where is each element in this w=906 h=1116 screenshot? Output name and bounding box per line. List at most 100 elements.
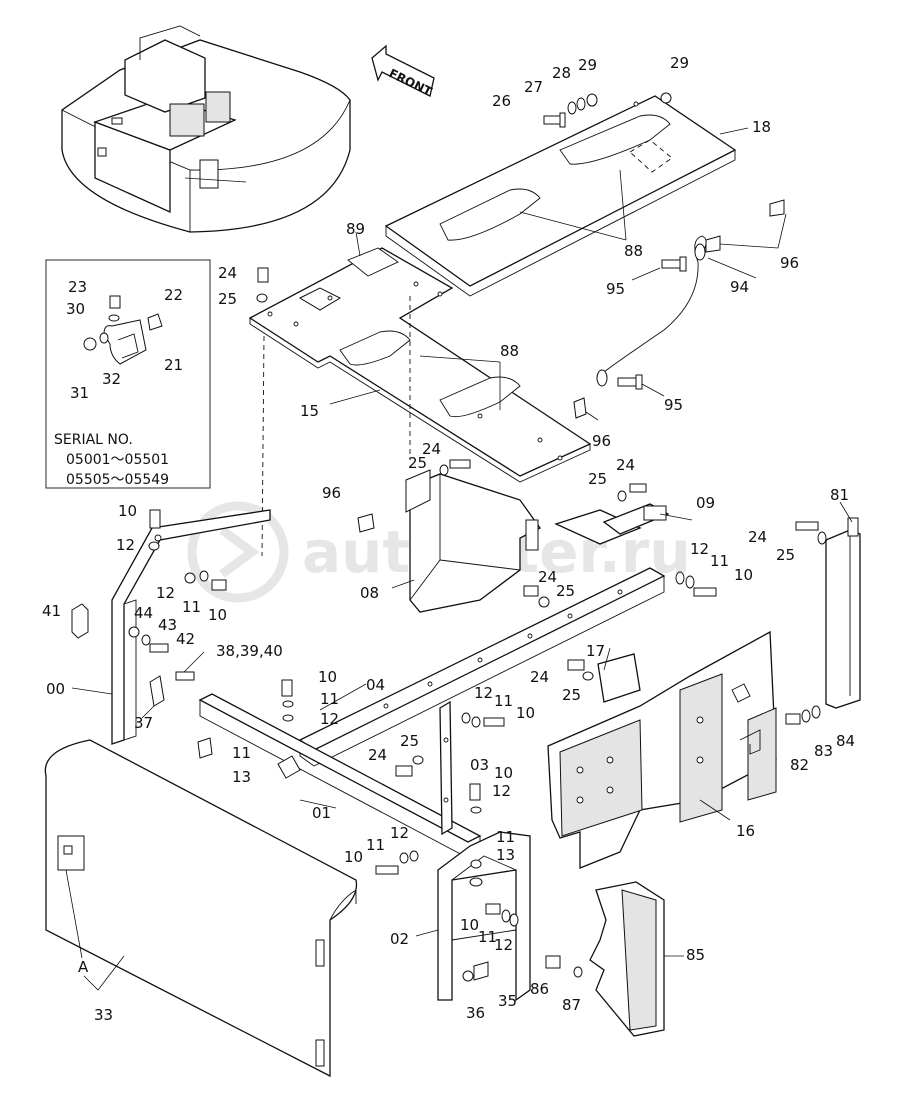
callout-13: 13 xyxy=(496,846,515,864)
callout-A: A xyxy=(78,958,89,976)
callout-35: 35 xyxy=(498,992,517,1010)
callout-16: 16 xyxy=(736,822,755,840)
callout-03: 03 xyxy=(470,756,489,774)
callout-85: 85 xyxy=(686,946,705,964)
bracket-02 xyxy=(437,831,531,1002)
callout-01: 01 xyxy=(312,804,331,822)
callout-38-39-40: 38,39,40 xyxy=(216,642,283,660)
callout-83: 83 xyxy=(814,742,833,760)
callout-12: 12 xyxy=(492,782,511,800)
callout-94: 94 xyxy=(730,278,749,296)
callout-12: 12 xyxy=(156,584,175,602)
callout-17: 17 xyxy=(586,642,605,660)
callout-11: 11 xyxy=(320,690,339,708)
callout-82: 82 xyxy=(790,756,809,774)
callout-10: 10 xyxy=(118,502,137,520)
serial-range-1: 05001～05501 xyxy=(66,452,169,468)
clip-37 xyxy=(149,675,165,707)
callout-24: 24 xyxy=(748,528,767,546)
callout-15: 15 xyxy=(300,402,319,420)
callout-89: 89 xyxy=(346,220,365,238)
callout-12: 12 xyxy=(474,684,493,702)
callout-24: 24 xyxy=(616,456,635,474)
callout-12: 12 xyxy=(390,824,409,842)
callout-86: 86 xyxy=(530,980,549,998)
callout-29: 29 xyxy=(670,54,689,72)
callout-labels: 26 27 28 29 29 18 88 96 95 94 95 89 24 2… xyxy=(42,54,855,1024)
callout-87: 87 xyxy=(562,996,581,1014)
callout-96: 96 xyxy=(322,484,341,502)
callout-96: 96 xyxy=(780,254,799,272)
bracket-08 xyxy=(405,469,541,613)
callout-84: 84 xyxy=(836,732,855,750)
callout-25: 25 xyxy=(218,290,237,308)
callout-10: 10 xyxy=(344,848,363,866)
callout-33: 33 xyxy=(94,1006,113,1024)
callout-24: 24 xyxy=(218,264,237,282)
callout-28: 28 xyxy=(552,64,571,82)
callout-30: 30 xyxy=(66,300,85,318)
callout-04: 04 xyxy=(366,676,385,694)
callout-18: 18 xyxy=(752,118,771,136)
callout-32: 32 xyxy=(102,370,121,388)
bar-03 xyxy=(439,700,453,836)
misc-fasteners xyxy=(128,267,827,982)
bracket-85 xyxy=(589,881,665,1037)
fasteners-18 xyxy=(543,92,785,390)
callout-11: 11 xyxy=(366,836,385,854)
callout-11: 11 xyxy=(478,928,497,946)
callout-10: 10 xyxy=(516,704,535,722)
panel-18 xyxy=(384,95,737,297)
machine-overview xyxy=(61,25,351,233)
callout-37: 37 xyxy=(134,714,153,732)
cover-33 xyxy=(44,739,358,1078)
callout-13: 13 xyxy=(232,768,251,786)
callout-88: 88 xyxy=(624,242,643,260)
callout-25: 25 xyxy=(562,686,581,704)
callout-25: 25 xyxy=(588,470,607,488)
callout-43: 43 xyxy=(158,616,177,634)
callout-29: 29 xyxy=(578,56,597,74)
callout-12: 12 xyxy=(116,536,135,554)
callout-11: 11 xyxy=(494,692,513,710)
serial-range-2: 05505～05549 xyxy=(66,472,169,488)
callout-24: 24 xyxy=(530,668,549,686)
front-arrow: FRONT xyxy=(371,44,435,99)
inset-detail: SERIAL NO. 05001～05501 05505～05549 xyxy=(45,259,211,489)
callout-24: 24 xyxy=(368,746,387,764)
callout-24: 24 xyxy=(422,440,441,458)
callout-25: 25 xyxy=(776,546,795,564)
callout-08: 08 xyxy=(360,584,379,602)
callout-11: 11 xyxy=(182,598,201,616)
cable-94 xyxy=(596,235,707,387)
callout-96: 96 xyxy=(592,432,611,450)
callout-11: 11 xyxy=(232,744,251,762)
callout-24: 24 xyxy=(538,568,557,586)
callout-22: 22 xyxy=(164,286,183,304)
callout-02: 02 xyxy=(390,930,409,948)
callout-41: 41 xyxy=(42,602,61,620)
callout-25: 25 xyxy=(408,454,427,472)
callout-09: 09 xyxy=(696,494,715,512)
callout-12: 12 xyxy=(494,936,513,954)
callout-10: 10 xyxy=(208,606,227,624)
callout-12: 12 xyxy=(320,710,339,728)
plate-16 xyxy=(547,630,777,869)
callout-25: 25 xyxy=(556,582,575,600)
leader-lines xyxy=(65,127,853,991)
callout-10: 10 xyxy=(494,764,513,782)
callout-36: 36 xyxy=(466,1004,485,1022)
callout-23: 23 xyxy=(68,278,87,296)
callout-10: 10 xyxy=(460,916,479,934)
callout-81: 81 xyxy=(830,486,849,504)
panel-17 xyxy=(597,653,641,703)
callout-10: 10 xyxy=(318,668,337,686)
callout-25: 25 xyxy=(400,732,419,750)
part-09 xyxy=(554,503,670,545)
callout-00: 00 xyxy=(46,680,65,698)
callout-10: 10 xyxy=(734,566,753,584)
serial-title: SERIAL NO. xyxy=(54,432,133,448)
callout-26: 26 xyxy=(492,92,511,110)
clip-41 xyxy=(71,603,89,639)
